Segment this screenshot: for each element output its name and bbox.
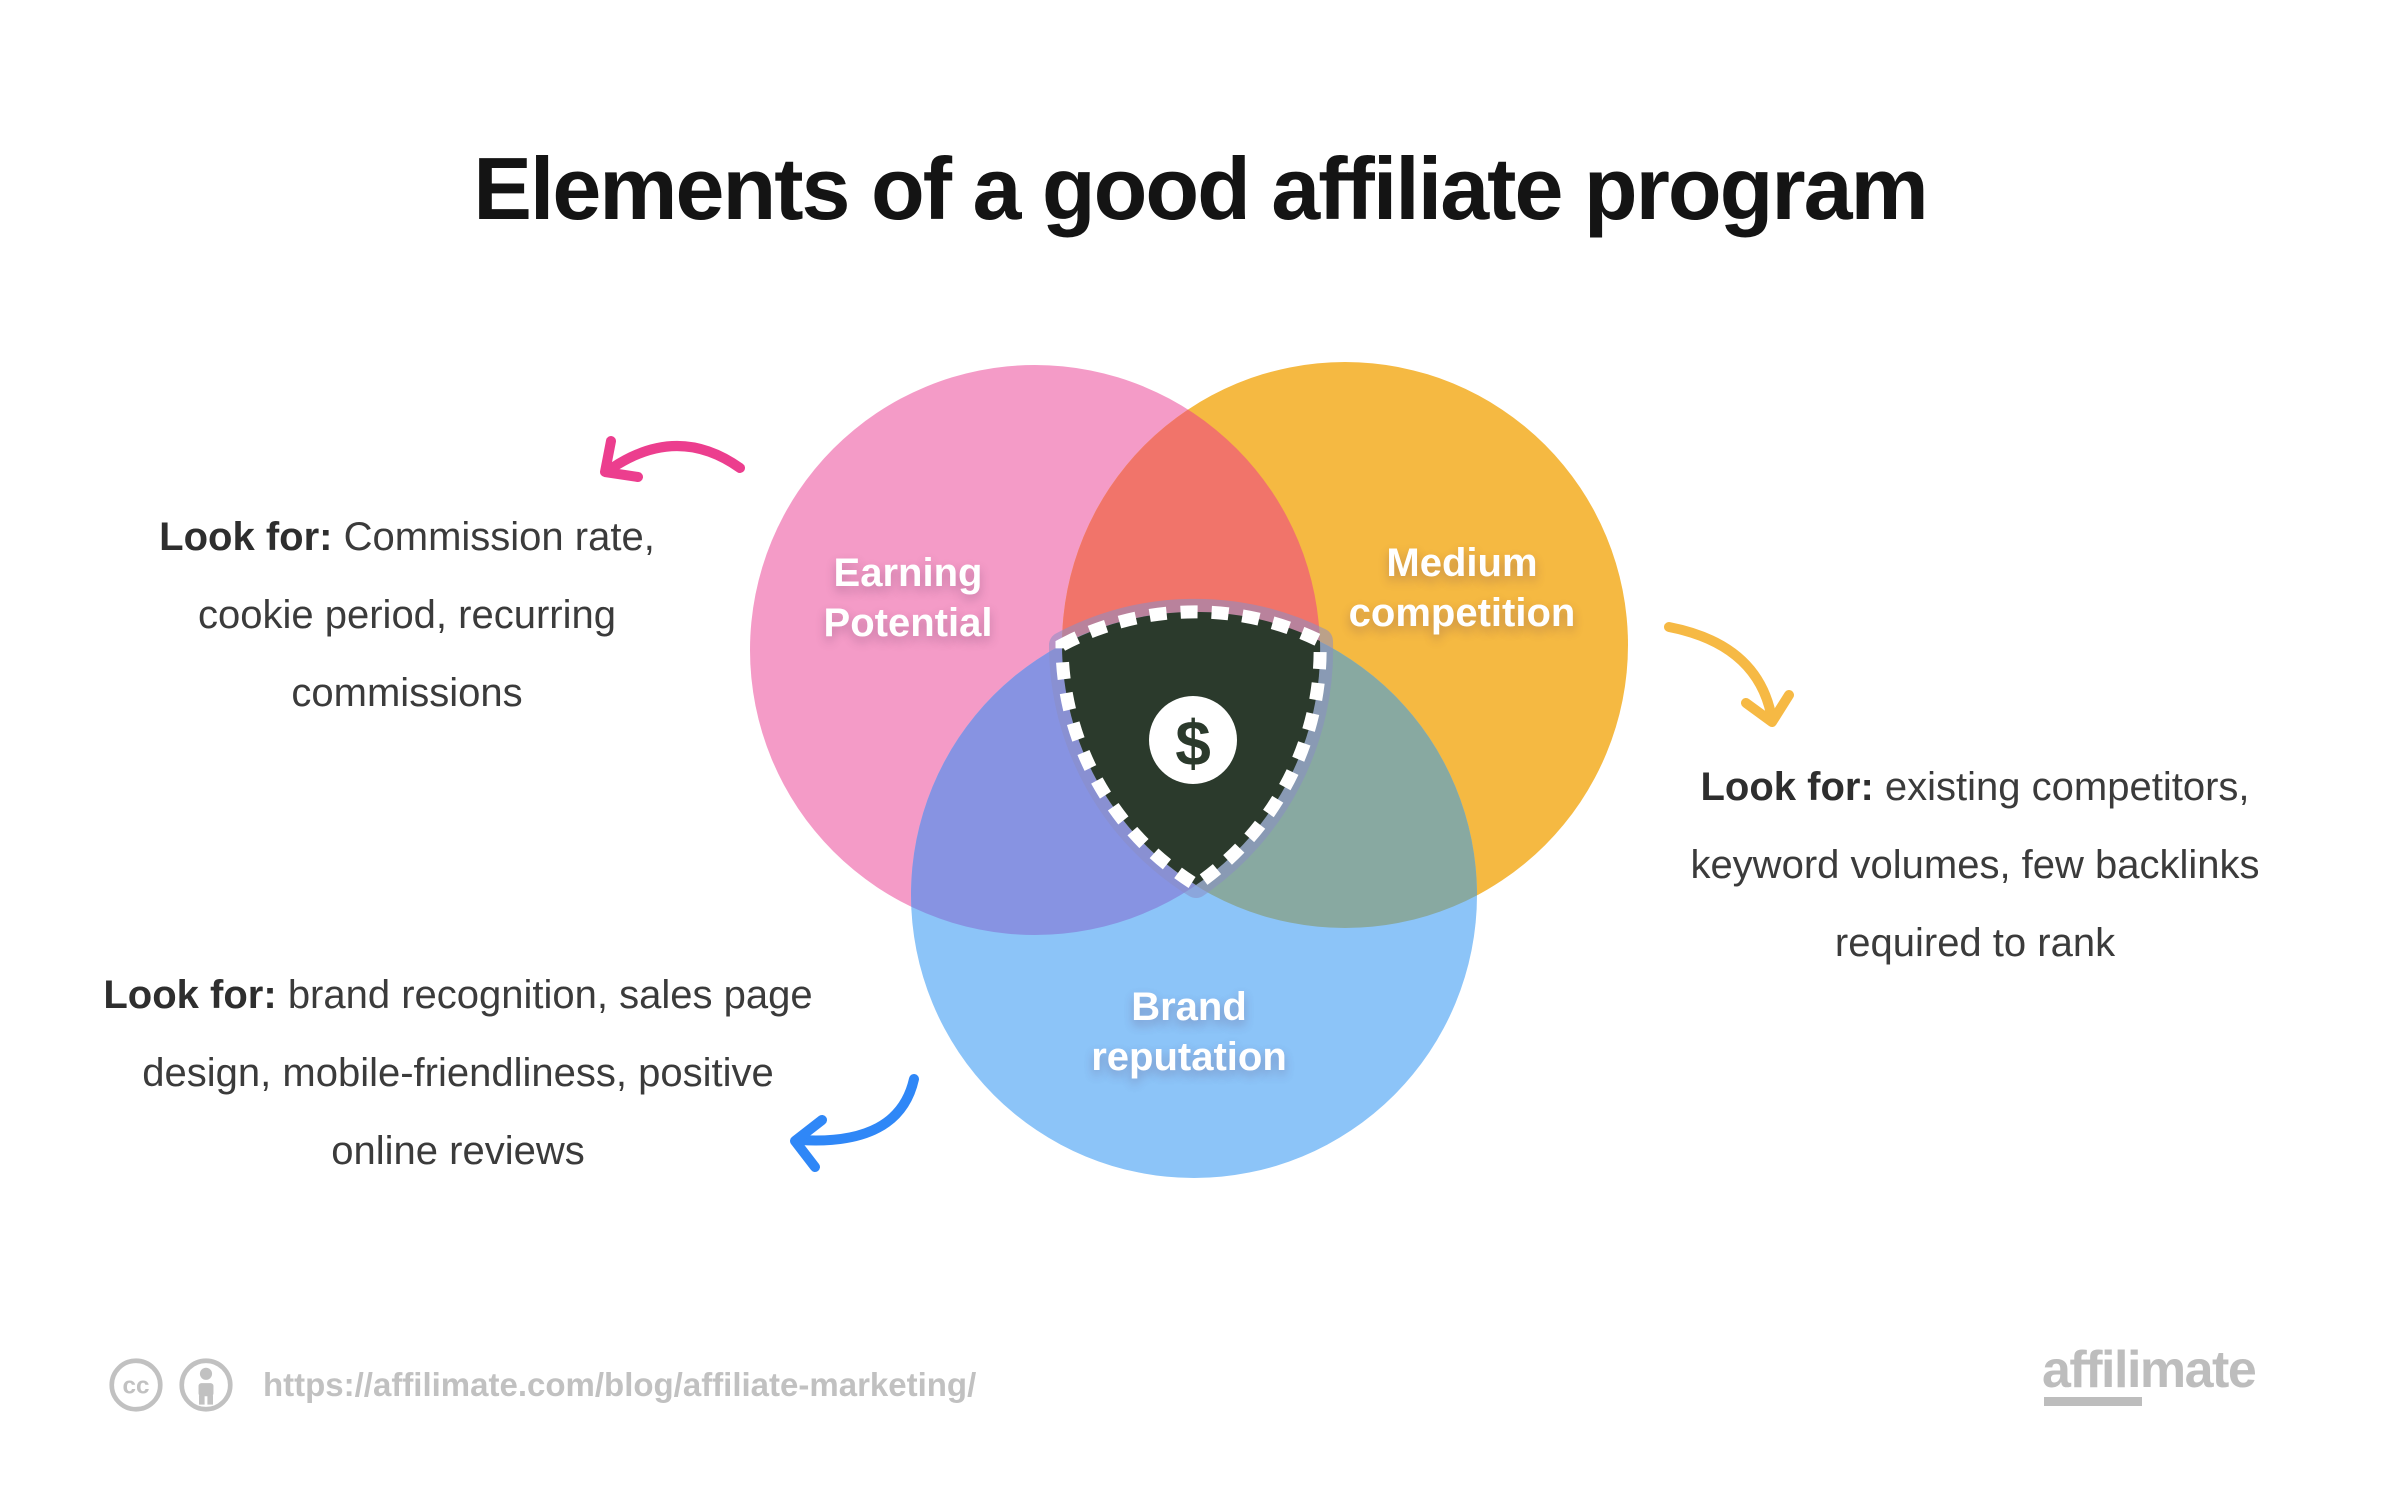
note-earning-text: Commission rate, cookie period, recurrin…: [198, 515, 655, 715]
note-earning-potential: Look for: Commission rate, cookie period…: [97, 498, 717, 732]
note-competition-text: existing competitors, keyword volumes, f…: [1690, 765, 2260, 965]
medium-competition-label: Medium competition: [1348, 541, 1576, 635]
note-brand-reputation: Look for: brand recognition, sales page …: [58, 956, 858, 1190]
source-url: https://affilimate.com/blog/affiliate-ma…: [263, 1366, 977, 1403]
yellow-arrow-icon: [1664, 622, 1794, 727]
note-brand-lead: Look for:: [103, 973, 277, 1017]
blue-arrow-icon: [790, 1074, 919, 1172]
pink-arrow-icon: [600, 436, 745, 482]
affilimate-logo: affilimate: [2042, 1341, 2257, 1406]
page-title: Elements of a good affiliate program: [473, 139, 1929, 238]
svg-text:cc: cc: [123, 1372, 150, 1399]
note-competition-lead: Look for:: [1700, 765, 1874, 809]
brand-reputation-label: Brand reputation: [1091, 985, 1287, 1079]
note-brand-text: brand recognition, sales page design, mo…: [142, 973, 813, 1173]
note-earning-lead: Look for:: [159, 515, 333, 559]
earning-potential-label: Earning Potential: [823, 551, 993, 645]
note-medium-competition: Look for: existing competitors, keyword …: [1635, 748, 2315, 982]
attribution-icon: [179, 1358, 233, 1412]
dollar-symbol: $: [1175, 707, 1211, 779]
dollar-icon: [1149, 696, 1237, 784]
cc-icon: cc: [109, 1358, 163, 1412]
center-region-dashed-border: [1055, 605, 1327, 893]
